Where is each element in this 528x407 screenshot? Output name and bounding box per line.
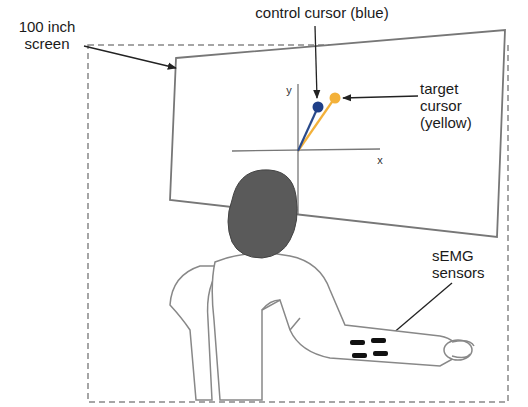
sensor — [352, 353, 367, 358]
control-cursor — [313, 102, 324, 113]
callout-label: sEMG sensors — [432, 247, 504, 281]
leader — [343, 96, 418, 98]
x-axis — [232, 149, 380, 151]
target-cursor — [330, 93, 341, 104]
axis-label: x — [374, 154, 386, 166]
target-line — [298, 99, 334, 151]
control-line — [298, 107, 318, 151]
fingers — [452, 341, 474, 358]
head — [228, 170, 297, 258]
arm — [262, 300, 300, 330]
sensor — [350, 340, 365, 345]
axis-label: y — [283, 84, 295, 96]
person — [170, 253, 474, 400]
sensor — [373, 351, 388, 356]
callout-label: target cursor (yellow) — [420, 80, 500, 131]
callout-label: control cursor (blue) — [232, 4, 412, 21]
sensor — [371, 338, 386, 343]
leader — [84, 46, 176, 68]
semg-sensors — [350, 338, 388, 358]
body — [212, 253, 458, 400]
leader — [315, 26, 317, 98]
callout-label: 100 inch screen — [10, 18, 84, 52]
screen — [170, 30, 505, 237]
